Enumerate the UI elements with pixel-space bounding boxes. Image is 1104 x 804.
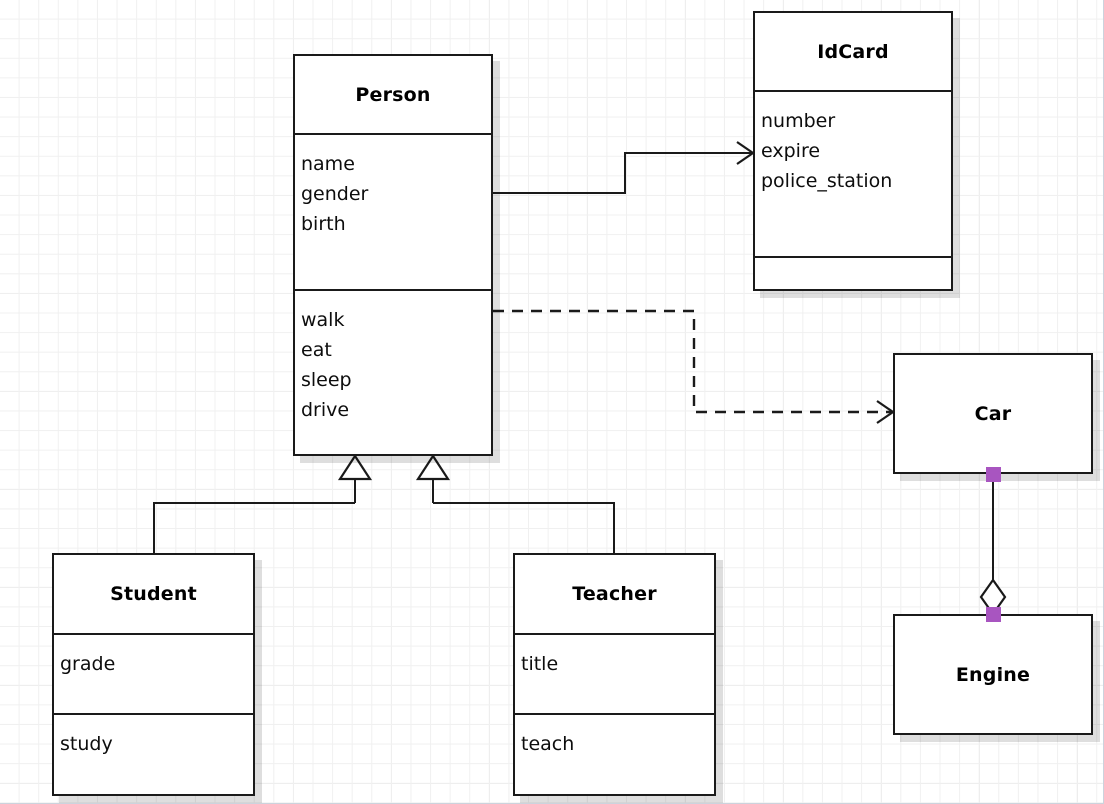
class-box-student[interactable]: Student grade study [52, 553, 255, 796]
attribute-item: grade [60, 653, 116, 675]
attribute-item: gender [301, 183, 369, 205]
dependency-person-car[interactable] [493, 309, 895, 424]
class-operations-idcard [755, 256, 951, 293]
class-title-person: Person [355, 83, 431, 106]
class-operations-student: study [54, 713, 253, 796]
class-title-student: Student [110, 583, 197, 605]
attribute-item: birth [301, 213, 346, 235]
class-box-car[interactable]: Car [893, 353, 1093, 474]
class-attributes-teacher: title [515, 633, 714, 713]
operation-item: drive [301, 399, 350, 421]
generalization-student-person[interactable] [153, 453, 373, 553]
attribute-item: expire [761, 140, 821, 162]
operation-item: eat [301, 339, 332, 361]
attribute-item: name [301, 153, 355, 175]
attribute-item: title [521, 653, 559, 675]
class-operations-person: walk eat sleep drive [295, 289, 491, 454]
class-box-person[interactable]: Person name gender birth walk eat sleep … [293, 54, 493, 456]
operation-item: walk [301, 309, 345, 331]
attribute-item: police_station [761, 170, 893, 192]
operation-item: teach [521, 733, 575, 755]
aggregation-car-engine[interactable] [979, 474, 1007, 616]
class-attributes-person: name gender birth [295, 133, 491, 289]
class-title-car: Car [974, 402, 1012, 425]
class-title-engine: Engine [955, 663, 1031, 686]
class-attributes-student: grade [54, 633, 253, 713]
generalization-teacher-person[interactable] [415, 453, 615, 553]
class-operations-teacher: teach [515, 713, 714, 796]
attribute-item: number [761, 110, 836, 132]
class-title-teacher: Teacher [572, 583, 657, 605]
class-box-engine[interactable]: Engine [893, 614, 1093, 735]
class-title-idcard: IdCard [817, 40, 889, 63]
class-attributes-idcard: number expire police_station [755, 90, 951, 256]
class-box-idcard[interactable]: IdCard number expire police_station [753, 11, 953, 291]
association-person-idcard[interactable] [493, 141, 755, 194]
operation-item: sleep [301, 369, 352, 391]
operation-item: study [60, 733, 113, 755]
class-box-teacher[interactable]: Teacher title teach [513, 553, 716, 796]
